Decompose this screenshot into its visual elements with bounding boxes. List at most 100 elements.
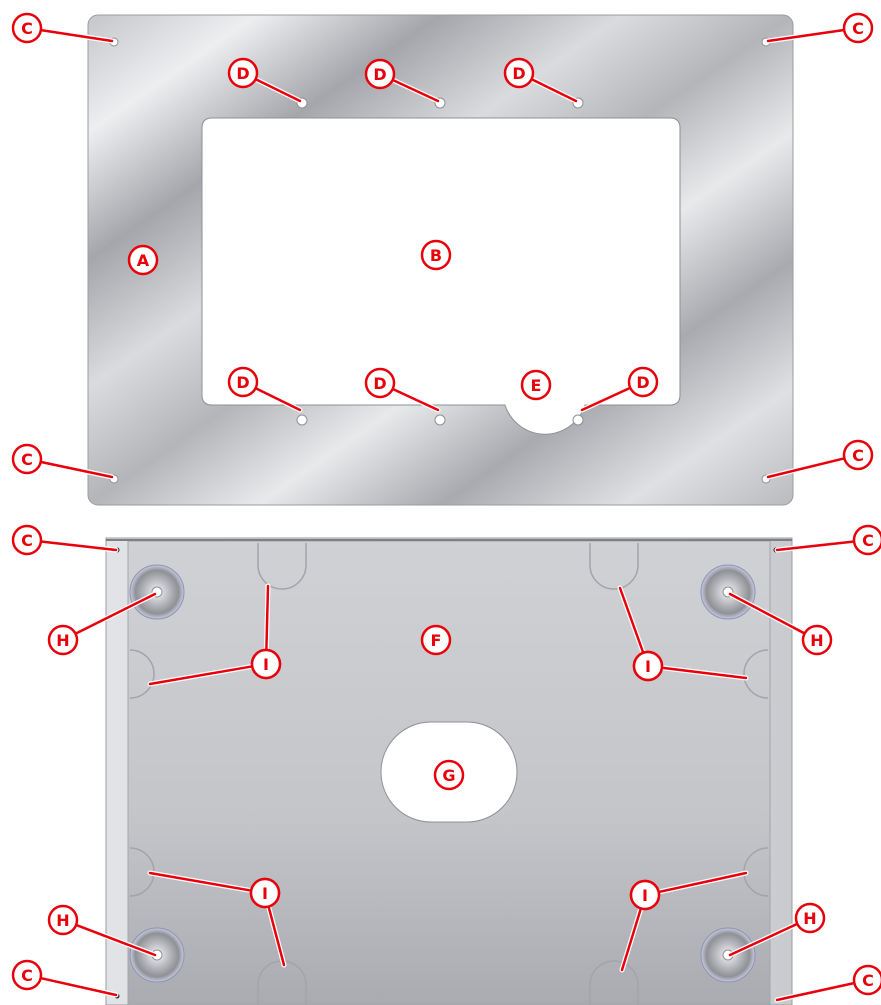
callout-letter: C bbox=[862, 531, 874, 550]
leader-line bbox=[775, 540, 855, 552]
circle-letter-icon bbox=[420, 624, 452, 656]
callout-letter: D bbox=[236, 373, 249, 392]
mounting-boss bbox=[700, 564, 756, 620]
circle-letter-icon bbox=[11, 12, 43, 44]
mounting-boss-callout: H bbox=[727, 902, 826, 958]
callout-letter: I bbox=[263, 655, 269, 674]
circle-letter-icon bbox=[250, 648, 282, 680]
callout-letter: D bbox=[236, 64, 249, 83]
leader-line bbox=[75, 924, 157, 957]
leader-line bbox=[148, 871, 252, 892]
callout-letter: H bbox=[810, 631, 823, 650]
leader-line bbox=[255, 387, 302, 412]
knockout-callout: I bbox=[619, 879, 661, 973]
callout-letter: I bbox=[262, 884, 268, 903]
callout-letter: C bbox=[852, 446, 864, 465]
callout-letter: C bbox=[21, 450, 33, 469]
callout-letter: C bbox=[21, 531, 33, 550]
screw-hole-callout: D bbox=[364, 58, 441, 104]
circle-letter-icon bbox=[801, 624, 833, 656]
callout-letter: I bbox=[645, 657, 651, 676]
circle-letter-icon bbox=[420, 239, 452, 271]
callout-letter: D bbox=[373, 65, 386, 84]
circle-letter-icon bbox=[227, 57, 259, 89]
callout-letter: G bbox=[442, 766, 455, 785]
circle-letter-icon bbox=[364, 367, 396, 399]
mounting-boss-callout: H bbox=[47, 904, 158, 958]
callout-letter: C bbox=[852, 19, 864, 38]
circle-letter-icon bbox=[47, 624, 79, 656]
callout-letter: C bbox=[21, 19, 33, 38]
circle-letter-icon bbox=[127, 244, 159, 276]
circle-letter-icon bbox=[842, 12, 874, 44]
leader-line bbox=[728, 592, 805, 635]
corner-hole-callout: C bbox=[765, 12, 874, 44]
screw-hole bbox=[572, 414, 584, 426]
circle-letter-icon bbox=[364, 58, 396, 90]
callout-letter: A bbox=[137, 251, 150, 270]
corner-hole-callout: C bbox=[11, 12, 115, 44]
screw-hole bbox=[296, 414, 308, 426]
circle-letter-icon bbox=[852, 964, 881, 996]
mounting-boss-callout: H bbox=[47, 591, 158, 656]
box-corner-hole-callout: C bbox=[774, 964, 881, 1003]
leader-line bbox=[775, 981, 855, 1002]
screw-hole-callout: D bbox=[227, 57, 303, 104]
callout-letter: E bbox=[531, 376, 542, 395]
knockout bbox=[257, 543, 307, 590]
circle-letter-icon bbox=[503, 57, 535, 89]
knockout-callout: I bbox=[249, 877, 287, 968]
circle-letter-icon bbox=[627, 366, 659, 398]
screw-hole bbox=[434, 414, 446, 426]
leader-line bbox=[255, 78, 302, 103]
leader-line bbox=[580, 387, 631, 412]
leader-line bbox=[766, 28, 845, 43]
display-window-callout: B bbox=[420, 239, 452, 271]
callout-letter: H bbox=[803, 909, 816, 928]
leader-line bbox=[766, 457, 845, 479]
callout-letter: H bbox=[56, 911, 69, 930]
knockout bbox=[743, 649, 769, 699]
leader-line bbox=[148, 665, 253, 686]
leader-line bbox=[267, 906, 286, 967]
callouts: CCCCDDDDDDABECCCCFGHHHHIIIIIIII bbox=[11, 12, 881, 1003]
circle-letter-icon bbox=[11, 443, 43, 475]
leader-line bbox=[75, 592, 157, 635]
knockout-callout: I bbox=[147, 648, 282, 687]
circle-letter-icon bbox=[520, 369, 552, 401]
callout-letter: D bbox=[373, 374, 386, 393]
callout-letter: D bbox=[512, 64, 525, 83]
leader-line bbox=[618, 586, 645, 654]
leader-line bbox=[392, 388, 440, 412]
callout-letter: D bbox=[636, 373, 649, 392]
box-corner-hole-callout: C bbox=[774, 524, 881, 556]
screw-hole-callout: D bbox=[364, 367, 441, 413]
leader-line bbox=[40, 29, 114, 43]
corner-hole-callout: C bbox=[765, 439, 874, 480]
callout-letter: I bbox=[642, 886, 648, 905]
circle-letter-icon bbox=[629, 879, 661, 911]
leader-line bbox=[728, 923, 798, 957]
knockout-callout: I bbox=[632, 650, 749, 682]
knockout bbox=[129, 649, 155, 699]
screw-hole-callout: D bbox=[227, 366, 303, 413]
callout-letter: B bbox=[430, 246, 442, 265]
cable-hole-callout: G bbox=[433, 759, 465, 791]
corner-hole-callout: C bbox=[11, 443, 115, 480]
knockout bbox=[589, 960, 639, 1005]
knockout bbox=[589, 543, 639, 590]
box-corner-hole-callout: C bbox=[11, 959, 119, 998]
circle-letter-icon bbox=[433, 759, 465, 791]
circle-letter-icon bbox=[227, 366, 259, 398]
display-window bbox=[201, 117, 681, 435]
leader-line bbox=[531, 78, 578, 103]
box-surface-callout: F bbox=[420, 624, 452, 656]
leader-line bbox=[40, 540, 118, 552]
circle-letter-icon bbox=[794, 902, 826, 934]
circle-letter-icon bbox=[249, 877, 281, 909]
leader-line bbox=[620, 908, 642, 972]
circle-letter-icon bbox=[852, 524, 881, 556]
leader-line bbox=[661, 666, 748, 680]
circle-letter-icon bbox=[632, 650, 664, 682]
